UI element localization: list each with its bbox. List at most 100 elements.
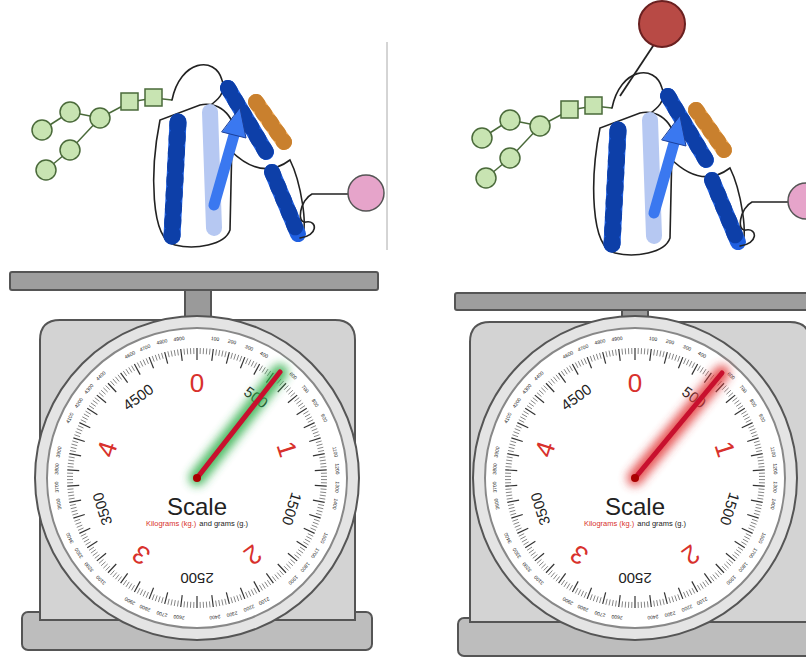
tick-mark [726,553,735,561]
gram-number: 4400 [95,370,107,381]
tick-mark [69,456,75,458]
tick-mark [97,395,106,403]
tick-mark [570,366,573,371]
gram-number: 400 [260,351,270,359]
tick-mark [641,348,642,354]
tick-mark [561,580,564,585]
tick-mark [522,539,527,542]
tick-mark [747,438,758,442]
gram-number: 4100 [504,412,513,424]
gram-number: 1100 [331,446,338,458]
tick-mark [561,371,564,376]
tick-mark [505,482,511,483]
tick-mark [541,388,545,392]
tick-mark [266,573,273,583]
tick-mark [309,438,320,442]
tick-mark [288,553,297,561]
tick-mark [689,361,692,366]
gram-number: 200 [665,339,674,346]
tick-mark [726,395,735,403]
tick-mark [272,375,276,380]
gram-number: 1300 [334,481,340,492]
tick-mark [752,435,758,437]
tick-mark [272,576,276,581]
tick-mark [559,573,566,583]
tick-mark [288,395,297,403]
tick-mark [209,349,211,355]
tick-mark [181,595,183,607]
tick-mark [110,570,114,574]
needle-left [193,372,280,482]
tick-mark [225,599,226,605]
tick-mark [296,400,301,404]
tick-mark [251,590,254,595]
tick-mark [533,555,538,559]
tick-mark [619,595,621,607]
tick-mark [741,411,746,414]
tick-mark [121,573,128,583]
tick-mark [149,588,153,599]
tick-mark [506,460,512,462]
tick-mark [559,373,566,383]
tick-mark [738,547,743,550]
tick-mark [320,495,326,497]
tick-mark [251,361,254,366]
tick-mark [101,562,105,566]
tick-mark [590,594,592,600]
needle-right [631,373,722,482]
tick-mark [713,377,717,382]
tick-mark [535,395,544,403]
tick-mark [304,528,315,533]
tick-mark [254,581,260,592]
gram-number: 2600 [612,614,624,620]
tick-mark [234,354,236,360]
tick-mark [203,348,204,354]
tick-mark [505,476,511,477]
tick-mark [584,358,586,364]
tick-mark [726,562,730,566]
tick-mark [168,599,169,605]
tick-mark [68,491,74,493]
tick-mark [647,349,649,355]
tick-mark [108,383,116,392]
tick-mark [663,599,664,605]
tick-mark [321,476,327,477]
tick-mark [587,357,591,368]
tick-mark [134,581,140,592]
tick-mark [713,575,717,580]
tick-mark [546,564,554,573]
tick-mark [759,488,765,490]
tick-mark [317,510,323,512]
tick-mark [692,363,695,368]
gram-number: 2900 [123,596,135,606]
tick-mark [313,432,319,434]
red-tag [639,1,685,47]
gram-number: 2400 [209,614,221,620]
tick-mark [288,562,292,566]
tick-mark [524,542,529,545]
tick-mark [67,479,73,480]
tick-mark [280,381,284,385]
tick-mark [181,349,183,361]
tick-mark [506,491,512,493]
tick-mark [756,504,762,505]
tick-mark [507,454,519,456]
tick-mark [686,591,688,596]
gram-number: 2100 [258,596,270,606]
tick-mark [81,534,86,537]
tick-mark [222,351,223,357]
tick-mark [113,573,117,578]
tick-mark [641,602,642,608]
gram-number: 2200 [680,604,692,613]
tick-mark [516,426,521,428]
unit-kilograms: Kilograms (kg.) [146,519,196,528]
tick-mark [123,371,126,376]
tick-mark [519,534,524,537]
scale-word: Scale [605,495,665,519]
tick-mark [321,466,327,468]
tick-mark [280,570,284,574]
tick-mark [510,513,516,515]
tick-mark [746,534,751,537]
tick-mark [146,358,148,364]
